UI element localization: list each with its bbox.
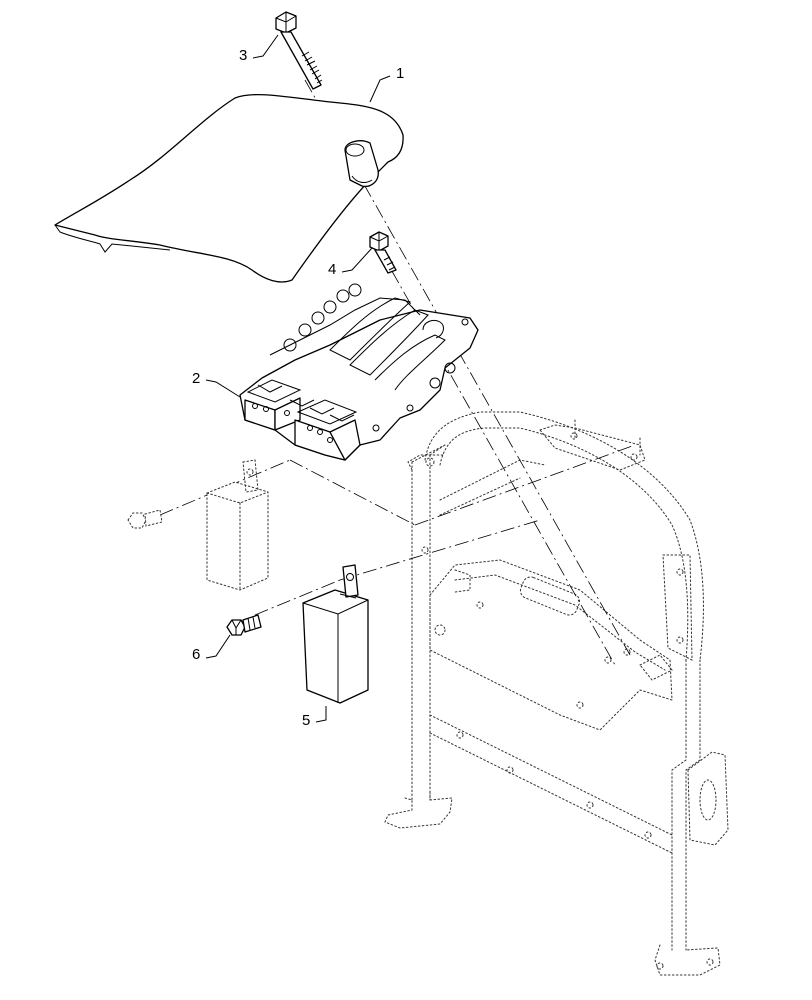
part-2-control-module <box>239 283 479 461</box>
callout-6: 6 <box>192 646 201 663</box>
mounting-frame <box>384 411 729 976</box>
part-1-cover <box>54 93 404 283</box>
part-3-long-bolt <box>275 11 323 90</box>
part-4-bolt <box>369 231 397 274</box>
leader-lines <box>205 34 391 723</box>
callout-4: 4 <box>328 261 337 278</box>
callout-5: 5 <box>302 712 311 729</box>
callout-1: 1 <box>396 65 405 82</box>
part-5-relay <box>302 564 369 704</box>
callout-3: 3 <box>239 47 248 64</box>
phantom-screw <box>127 509 163 529</box>
part-6-screw <box>226 614 262 636</box>
callout-2: 2 <box>192 370 201 387</box>
phantom-relay <box>206 459 269 591</box>
